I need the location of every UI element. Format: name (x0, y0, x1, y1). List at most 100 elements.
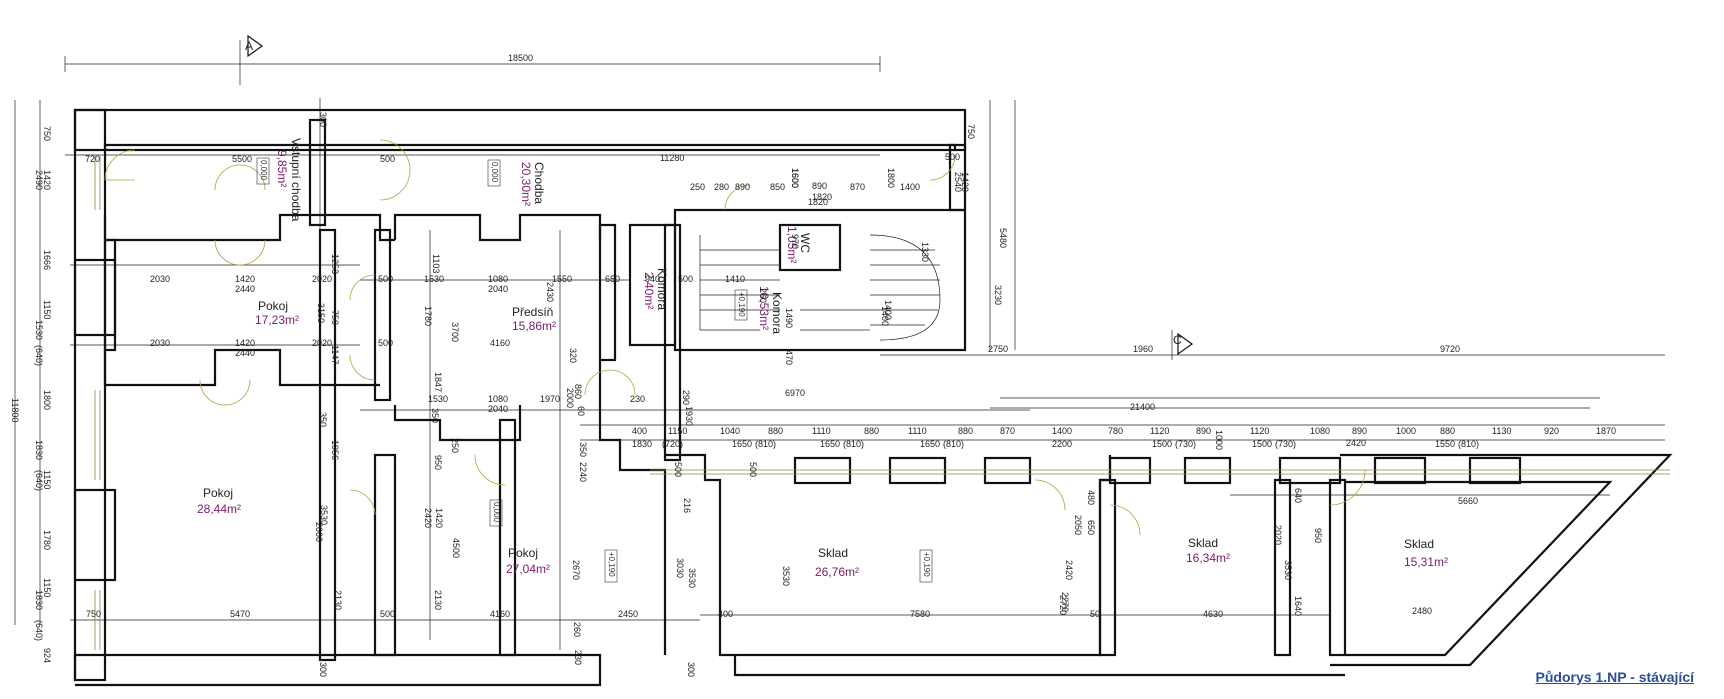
dimension-label-dimensions-mid_row4-10: 780 (1108, 426, 1123, 436)
dimension-label-dimensions-mid_row4-1: 1150 (668, 426, 687, 436)
dimension-label-dimensions-mid_row5-16: (810) (1458, 439, 1479, 449)
dimension-label-dimensions-bottom_row-1: 5470 (230, 609, 250, 619)
dimension-label-dimensions-left_chain-6: (640) (34, 345, 44, 366)
dim-bottom-1960: 1960 (1133, 344, 1153, 354)
room-name-chodba: Chodba (532, 162, 546, 204)
room-area-chodba: 20,30m² (519, 162, 533, 206)
dimension-label-dimensions-mid_row1-13: 2440 (235, 284, 255, 294)
dimension-label-dimensions-mid_row4-17: 880 (1440, 426, 1455, 436)
dimension-label-dimensions-mid_row3-9: 250 (450, 438, 460, 453)
dimension-label-dimensions-left_chain-4: 1150 (42, 300, 52, 319)
dimension-label-dimensions-mid_row1-19: 3150 (316, 303, 326, 323)
dimension-label-dimensions-lower_vert-30: 300 (318, 662, 328, 677)
dimension-label-dimensions-lower_vert-26: 500 (673, 462, 683, 477)
dimension-label-dimensions-bottom_row-10: 5660 (1458, 496, 1478, 506)
room-area-komora1: 2,40m² (642, 272, 656, 309)
dimension-label-dimensions-mid_row5-15: 1550 (1435, 439, 1455, 449)
level-vstup: 0,000 (259, 160, 268, 181)
dimension-label-dimensions-mid_row4-14: 1080 (1310, 426, 1330, 436)
level-komora: +0,190 (737, 292, 746, 317)
dimension-label-dimensions-bottom_row-6: 7580 (910, 609, 930, 619)
dimension-label-dimensions-mid_row3-0: 1530 (428, 394, 448, 404)
section-marker-a: A (239, 34, 264, 85)
dimension-label-dimensions-mid_row1-15: 2430 (545, 282, 555, 302)
dimension-label-dimensions-lower_vert-27: 500 (748, 462, 758, 477)
dimension-label-dimensions-mid_row1-16: 1780 (423, 306, 433, 326)
dimension-label-dimensions-left_chain-14: (640) (34, 620, 44, 641)
dimension-label-dimensions-lower_vert-25: 216 (682, 498, 692, 513)
dimension-label-dimensions-mid_row2-5: 320 (568, 348, 578, 363)
level-pokoj3-b: +0,190 (607, 552, 616, 577)
dimension-label-dimensions-top_row-7: 500 (945, 152, 960, 162)
dimension-label-dimensions-mid_row5-4: 1650 (820, 439, 840, 449)
dimension-label-dimensions-lower_vert-9: 2670 (571, 560, 581, 580)
dimension-label-dimensions-top_row-4: 1600 (790, 168, 800, 188)
dimension-label-dimensions-left_chain-1: 1420 (42, 170, 52, 190)
walls (73, 108, 1673, 687)
dimension-label-dimensions-left_chain-10: (640) (34, 470, 44, 491)
dimension-label-dimensions-mid_row4-20: 1870 (1596, 426, 1616, 436)
dimension-label-dimensions-mid_row3-8: 350 (430, 408, 440, 423)
dim-overall-left: 11800 (10, 398, 20, 422)
dimension-label-dimensions-mid_row5-5: (810) (843, 439, 864, 449)
dimension-label-dimensions-bottom_row-3: 4160 (490, 609, 510, 619)
dimension-label-dimensions-other-2: 2130 (333, 590, 343, 610)
dimension-label-dimensions-other-1: 230 (573, 650, 583, 665)
dimension-label-dimensions-left_chain-9: 1830 (34, 440, 44, 460)
dimension-label-dimensions-top_row-9: 750 (966, 124, 976, 139)
dimension-label-dimensions-lower_vert-3: 350 (578, 442, 588, 457)
dimension-label-dimensions-mid_row2-4: 4160 (490, 338, 510, 348)
dimension-label-dimensions-mid_row2-0: 2030 (150, 338, 170, 348)
dimension-label-dimensions-other-8: 1490 (784, 308, 794, 328)
dimension-label-dimensions-lower_vert-28: 260 (572, 622, 582, 637)
dimension-label-dimensions-top_row-2: 500 (380, 154, 395, 164)
dimension-label-dimensions-mid_row5-8: 2200 (1052, 439, 1072, 449)
room-name-sklad3: Sklad (1404, 537, 1434, 551)
dimension-label-dimensions-mid_row1-2: 2020 (312, 274, 332, 284)
dimension-label-dimensions-mid_row5-11: 1000 (1214, 430, 1224, 450)
dimension-label-dimensions-mid_row4-18: 1130 (1492, 426, 1511, 436)
dimension-label-dimensions-left_chain-0: 750 (42, 126, 52, 141)
dimension-label-dimensions-left_chain-15: 924 (42, 648, 52, 663)
dimension-label-dimensions-lower_vert-29: 300 (318, 112, 328, 127)
dimension-label-dimensions-left_chain-11: 1780 (42, 530, 52, 550)
dimension-label-dimensions-left_chain-2: 2490 (34, 170, 44, 190)
dimension-label-dimensions-mid_row1-1: 1420 (235, 274, 255, 284)
dimension-label-dimensions-mid_row5-13: (730) (1275, 439, 1296, 449)
dimension-label-dimensions-bottom_row-9: 2480 (1412, 606, 1432, 616)
dimension-label-dimensions-lower_vert-0: 1956 (330, 440, 340, 460)
dim-overall-top: 18500 (508, 53, 533, 63)
dimension-label-dimensions-other-6: 970 (790, 234, 800, 249)
dimension-label-dimensions-lower_vert-13: 2420 (1064, 560, 1074, 580)
dimension-label-dimensions-bottom_row-7: 50 (1090, 609, 1100, 619)
dimension-label-dimensions-other-13: 1400 (883, 300, 893, 320)
dimension-label-dimensions-lower_vert-15: 3530 (319, 505, 329, 525)
dimension-label-dimensions-other-0: 290 (681, 390, 691, 405)
dim-bottom-2750: 2750 (988, 344, 1008, 354)
dimension-label-dimensions-bottom_row-0: 750 (86, 609, 101, 619)
dimension-label-dimensions-mid_row5-2: 1650 (732, 439, 752, 449)
section-label-c: C (1173, 333, 1182, 347)
dimension-label-dimensions-top_row-1: 5500 (232, 154, 252, 164)
room-name-predsin: Předsíň (512, 305, 553, 319)
dimension-label-dimensions-mid_row4-3: 880 (768, 426, 783, 436)
dimension-label-dimensions-top_row-5: 1820 (812, 192, 832, 202)
dimension-label-dimensions-mid_row4-5: 880 (864, 426, 879, 436)
dimension-label-dimensions-top_row-16: 870 (850, 182, 865, 192)
dimension-label-dimensions-mid_row4-15: 890 (1352, 426, 1367, 436)
dim-6970: 6970 (785, 388, 805, 398)
dimension-label-dimensions-lower_vert-14: 3530 (1283, 560, 1293, 580)
dimension-label-dimensions-other-3: 2130 (433, 590, 443, 610)
dimension-label-dimensions-top_row-13: 890 (735, 182, 750, 192)
dim-11280: 11280 (660, 153, 684, 163)
dimension-label-dimensions-other-10: 260 (758, 288, 768, 303)
dimension-label-dimensions-mid_row1-18: 750 (330, 310, 340, 325)
dimension-label-dimensions-mid_row4-19: 920 (1544, 426, 1559, 436)
dimension-label-dimensions-mid_row1-11: 1253 (330, 254, 340, 274)
dimension-label-dimensions-bottom_row-2: 500 (380, 609, 395, 619)
dimension-label-dimensions-mid_row3-7: 60 (576, 406, 586, 416)
dimension-label-dimensions-mid_row5-14: 2420 (1346, 438, 1366, 448)
dimension-label-dimensions-mid_row3-5: 230 (630, 394, 645, 404)
section-label-a: A (245, 39, 253, 53)
dimension-label-dimensions-other-12: 1600 (790, 168, 800, 188)
